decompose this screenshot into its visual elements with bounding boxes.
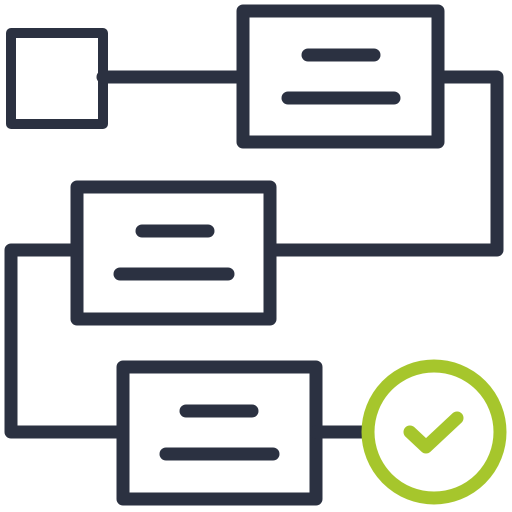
- done-circle: [361, 359, 507, 505]
- checkmark-icon: [403, 411, 464, 454]
- start-square: [6, 28, 108, 129]
- step-2-card: [70, 180, 277, 326]
- step-1-card: [236, 4, 445, 149]
- step-3-card: [116, 360, 323, 506]
- connector-step2-to-step3: [4, 243, 130, 439]
- connector-step1-to-step2: [263, 70, 504, 257]
